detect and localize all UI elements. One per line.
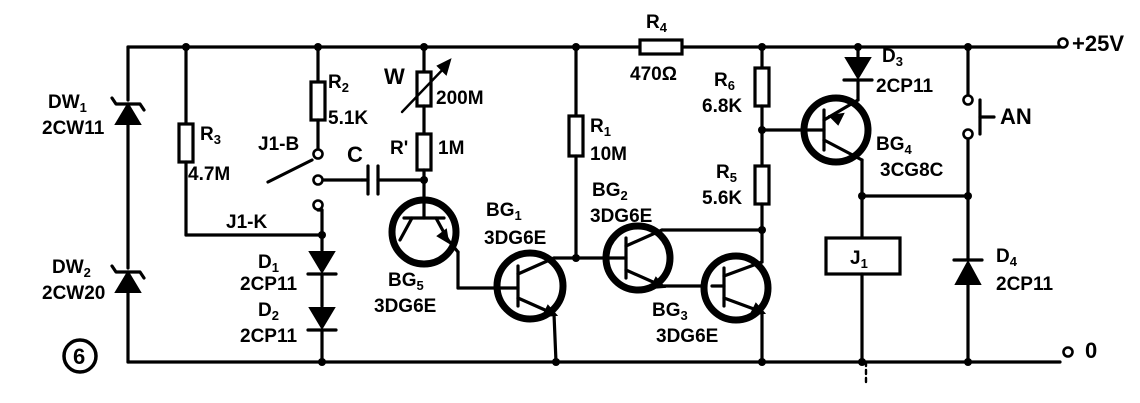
j1-coil-label: J1 — [850, 248, 868, 271]
r2-label: R2 — [328, 72, 349, 95]
zener-dw2 — [110, 264, 146, 364]
r4-value: 470Ω — [630, 64, 677, 85]
transistor-bg5 — [388, 196, 502, 290]
r3-value: 4.7M — [188, 164, 230, 185]
d4-part: 2CP11 — [996, 274, 1053, 295]
resistor-r6 — [753, 43, 810, 168]
zero-supply-label: 0 — [1085, 338, 1097, 363]
dw2-part: 2CW20 — [42, 283, 105, 304]
r-prime-value: 1M — [438, 138, 464, 159]
d2-part: 2CP11 — [240, 326, 297, 347]
bg3-part: 3DG6E — [656, 326, 718, 347]
plus-supply-label: +25V — [1072, 31, 1124, 56]
bg5-part: 3DG6E — [374, 296, 436, 317]
r1-value: 10M — [590, 144, 627, 165]
c-label: C — [347, 142, 363, 167]
bg1-part: 3DG6E — [484, 228, 546, 249]
transistor-bg4 — [800, 94, 970, 240]
diode-d2 — [306, 307, 338, 366]
transistor-bg2 — [602, 222, 764, 294]
d3-part: 2CP11 — [876, 76, 933, 97]
zero-terminal[interactable]: 0 — [1062, 338, 1098, 363]
j1b-label: J1-B — [258, 134, 299, 155]
relay-coil-j1 — [824, 236, 902, 384]
dw2-label: DW2 — [52, 257, 91, 280]
dw1-label: DW1 — [48, 92, 87, 115]
an-label: AN — [1000, 104, 1032, 129]
capacitor-c — [360, 164, 426, 196]
r3-label: R3 — [200, 124, 221, 147]
resistor-r-prime — [415, 132, 433, 200]
r6-value: 6.8K — [702, 96, 742, 117]
r1-label: R1 — [590, 116, 611, 139]
resistor-r1 — [567, 43, 610, 262]
r5-value: 5.6K — [702, 188, 742, 209]
r6-label: R6 — [714, 70, 735, 93]
d4-label: D4 — [996, 246, 1018, 269]
r-prime-label: R' — [390, 138, 408, 159]
dw1-part: 2CW11 — [42, 118, 105, 139]
potentiometer-w[interactable] — [400, 43, 452, 136]
resistor-r5 — [753, 164, 771, 234]
r2-value: 5.1K — [328, 108, 368, 129]
figure-number: 6 — [73, 344, 85, 369]
bg2-label: BG2 — [592, 180, 628, 203]
j1k-label: J1-K — [226, 212, 267, 233]
bg5-label: BG5 — [388, 270, 424, 293]
diode-d1 — [306, 231, 338, 308]
w-value: 200M — [436, 88, 484, 109]
d2-label: D2 — [258, 300, 279, 323]
resistor-r2 — [309, 43, 327, 152]
push-button-an[interactable] — [962, 43, 996, 262]
d1-label: D1 — [258, 252, 279, 275]
r5-label: R5 — [716, 162, 737, 185]
d1-part: 2CP11 — [240, 274, 297, 295]
relay-switch-j1[interactable] — [266, 148, 364, 252]
w-label: W — [384, 64, 405, 89]
transistor-bg3 — [700, 228, 772, 366]
d3-label: D3 — [882, 46, 903, 69]
resistor-r4 — [638, 38, 684, 56]
transistor-bg1 — [493, 249, 578, 366]
resistor-r3 — [177, 43, 324, 237]
r4-label: R4 — [646, 12, 668, 35]
bg4-label: BG4 — [876, 134, 913, 157]
plus-terminal[interactable]: +25V — [1057, 31, 1125, 56]
bg1-label: BG1 — [486, 200, 522, 223]
figure-number-badge: 6 — [62, 338, 98, 374]
bg2-part: 3DG6E — [590, 206, 652, 227]
bg3-label: BG3 — [652, 300, 688, 323]
diode-d4 — [952, 258, 984, 366]
zener-dw1 — [110, 45, 146, 270]
diode-d3 — [842, 43, 874, 102]
bg4-part: 3CG8C — [880, 160, 944, 181]
